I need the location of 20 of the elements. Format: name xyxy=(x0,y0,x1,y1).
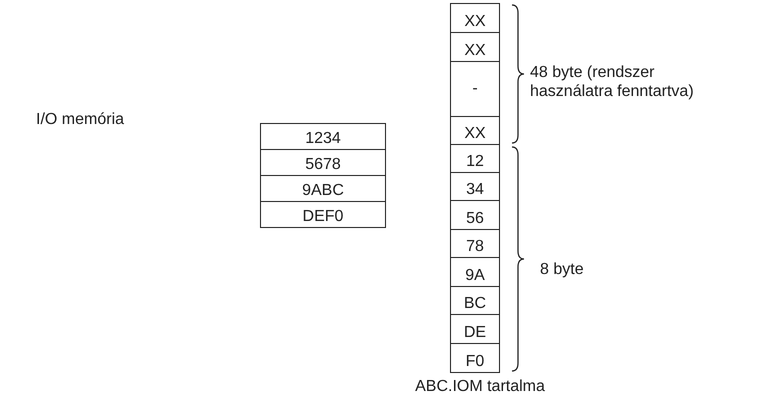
memory-cell: XX xyxy=(450,3,500,33)
memory-cell: 9ABC xyxy=(260,175,386,202)
memory-cell: 1234 xyxy=(260,123,386,150)
memory-cell: 9A xyxy=(450,257,500,287)
memory-cell: F0 xyxy=(450,343,500,373)
bracket-label: 8 byte xyxy=(540,260,585,279)
memory-cell: 34 xyxy=(450,172,500,201)
memory-cell: XX xyxy=(450,32,500,62)
memory-cell: 78 xyxy=(450,229,500,258)
memory-cell: DE xyxy=(450,314,500,344)
memory-cell: XX xyxy=(450,116,500,145)
bracket-label: 48 byte (rendszer használatra fenntartva) xyxy=(530,63,695,101)
caption: ABC.IOM tartalma xyxy=(414,377,546,396)
memory-cell: 5678 xyxy=(260,149,386,176)
memory-cell: 12 xyxy=(450,144,500,173)
memory-cell: BC xyxy=(450,286,500,315)
memory-cell: - xyxy=(450,61,500,117)
memory-label: I/O memória xyxy=(36,110,126,129)
memory-cell: DEF0 xyxy=(260,201,386,228)
memory-cell: 56 xyxy=(450,200,500,230)
